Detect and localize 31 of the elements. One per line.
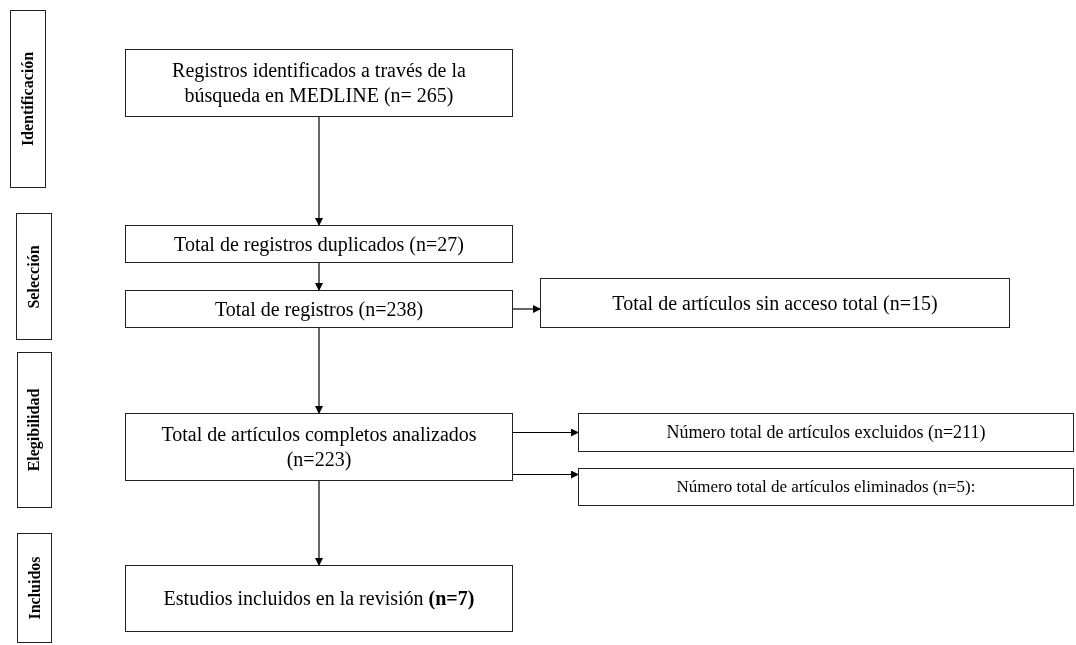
process-box bbox=[125, 413, 513, 481]
stage-label: Identificación bbox=[20, 51, 36, 147]
process-box bbox=[125, 290, 513, 328]
arrow bbox=[512, 305, 541, 313]
process-box bbox=[578, 413, 1074, 452]
box-text: Total de registros duplicados (n=27) bbox=[173, 231, 465, 257]
box-text: Estudios incluidos en la revisión (n=7) bbox=[162, 586, 476, 611]
arrow bbox=[512, 470, 579, 479]
arrow bbox=[315, 262, 323, 291]
stage-label-box bbox=[10, 10, 46, 188]
arrow bbox=[315, 480, 323, 566]
process-box bbox=[540, 278, 1010, 328]
process-box bbox=[125, 225, 513, 263]
stage-label: Elegibilidad bbox=[26, 388, 43, 472]
process-box bbox=[125, 49, 513, 117]
arrow bbox=[315, 116, 323, 226]
stage-label: Incluidos bbox=[26, 556, 43, 620]
box-text: Total de registros (n=238) bbox=[213, 296, 425, 322]
arrow bbox=[315, 327, 323, 414]
arrow bbox=[512, 428, 579, 437]
stage-label-box bbox=[17, 352, 52, 508]
box-text: Total de artículos completos analizados (n=223) bbox=[160, 422, 478, 472]
process-box bbox=[125, 565, 513, 632]
stage-label: Selección bbox=[26, 244, 42, 309]
box-text: Número total de artículos excluidos (n=211) bbox=[665, 421, 987, 444]
process-box bbox=[578, 468, 1074, 506]
stage-label-box bbox=[17, 533, 52, 643]
box-text: Registros identificados a través de la búsqueda en MEDLINE (n= 265) bbox=[171, 58, 467, 108]
box-text: Total de artículos sin acceso total (n=15) bbox=[611, 290, 939, 316]
stage-label-box bbox=[16, 213, 52, 340]
box-text: Número total de artículos eliminados (n=5): bbox=[675, 476, 977, 498]
